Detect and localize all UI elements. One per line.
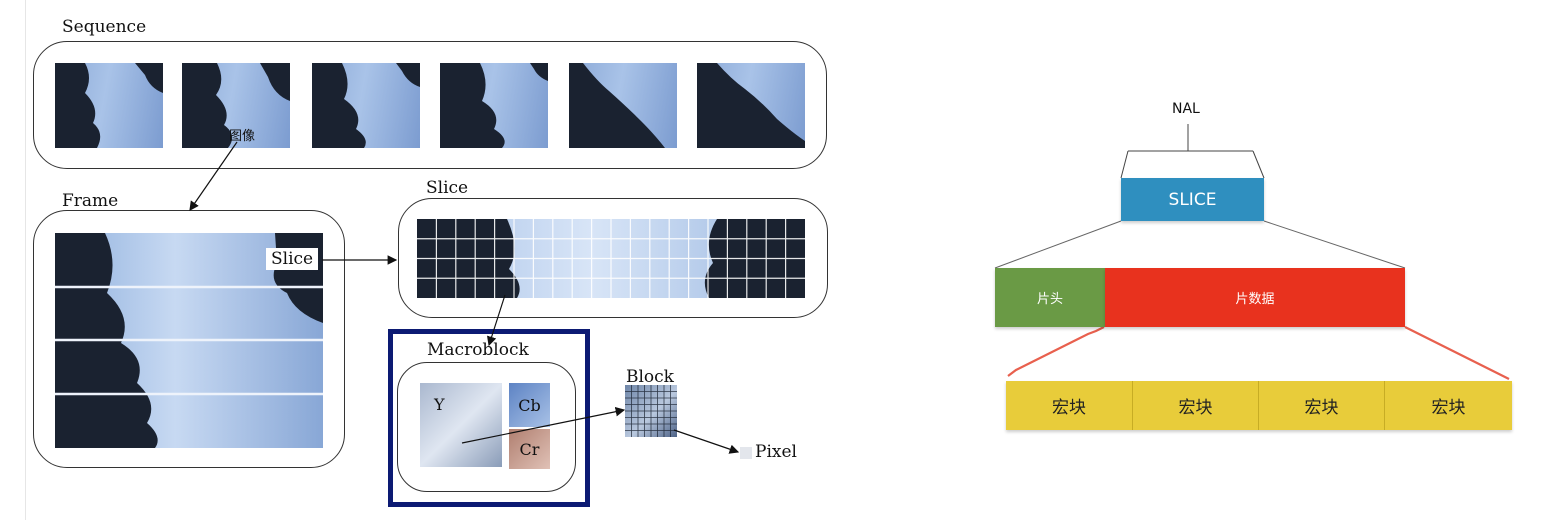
slice-grid-image bbox=[417, 219, 805, 298]
sequence-frame-6 bbox=[697, 63, 805, 148]
nal-label: NAL bbox=[1172, 101, 1200, 117]
frame-slice-tag: Slice bbox=[266, 248, 319, 270]
sequence-frame-2 bbox=[182, 63, 290, 148]
slice-label: Slice bbox=[426, 178, 469, 198]
slice-header-segment: 片头 bbox=[995, 268, 1105, 327]
sequence-label: Sequence bbox=[62, 17, 147, 37]
macroblock-label: Macroblock bbox=[427, 340, 529, 360]
macroblock-row: 宏块 宏块 宏块 宏块 bbox=[1006, 381, 1512, 430]
macroblock-cell-3: 宏块 bbox=[1259, 381, 1385, 430]
block-label: Block bbox=[626, 367, 674, 387]
chroma-cb-block: Cb bbox=[509, 383, 550, 427]
arrow-block-to-pixel bbox=[673, 429, 740, 454]
luma-y-block: Y bbox=[420, 383, 502, 467]
slice-data-segment: 片数据 bbox=[1105, 268, 1405, 327]
cr-label: Cr bbox=[519, 439, 540, 459]
macroblock-cell-1: 宏块 bbox=[1006, 381, 1133, 430]
cb-label: Cb bbox=[518, 395, 541, 415]
pixel-label: Pixel bbox=[755, 442, 797, 462]
sequence-panel bbox=[33, 41, 827, 169]
block-grid bbox=[625, 385, 677, 437]
slice-box: SLICE bbox=[1121, 178, 1264, 221]
sequence-frame-1 bbox=[55, 63, 163, 148]
sequence-frame-4 bbox=[440, 63, 548, 148]
pixel-swatch bbox=[740, 447, 752, 459]
y-label: Y bbox=[434, 395, 445, 414]
frame-label: Frame bbox=[62, 191, 119, 211]
macroblock-cell-2: 宏块 bbox=[1133, 381, 1259, 430]
left-edge-divider bbox=[25, 0, 26, 520]
chroma-cr-block: Cr bbox=[509, 429, 550, 469]
sequence-frame-5 bbox=[569, 63, 677, 148]
macroblock-cell-4: 宏块 bbox=[1431, 398, 1466, 418]
sequence-frame-3 bbox=[312, 63, 420, 148]
image-annotation: 图像 bbox=[229, 129, 256, 144]
